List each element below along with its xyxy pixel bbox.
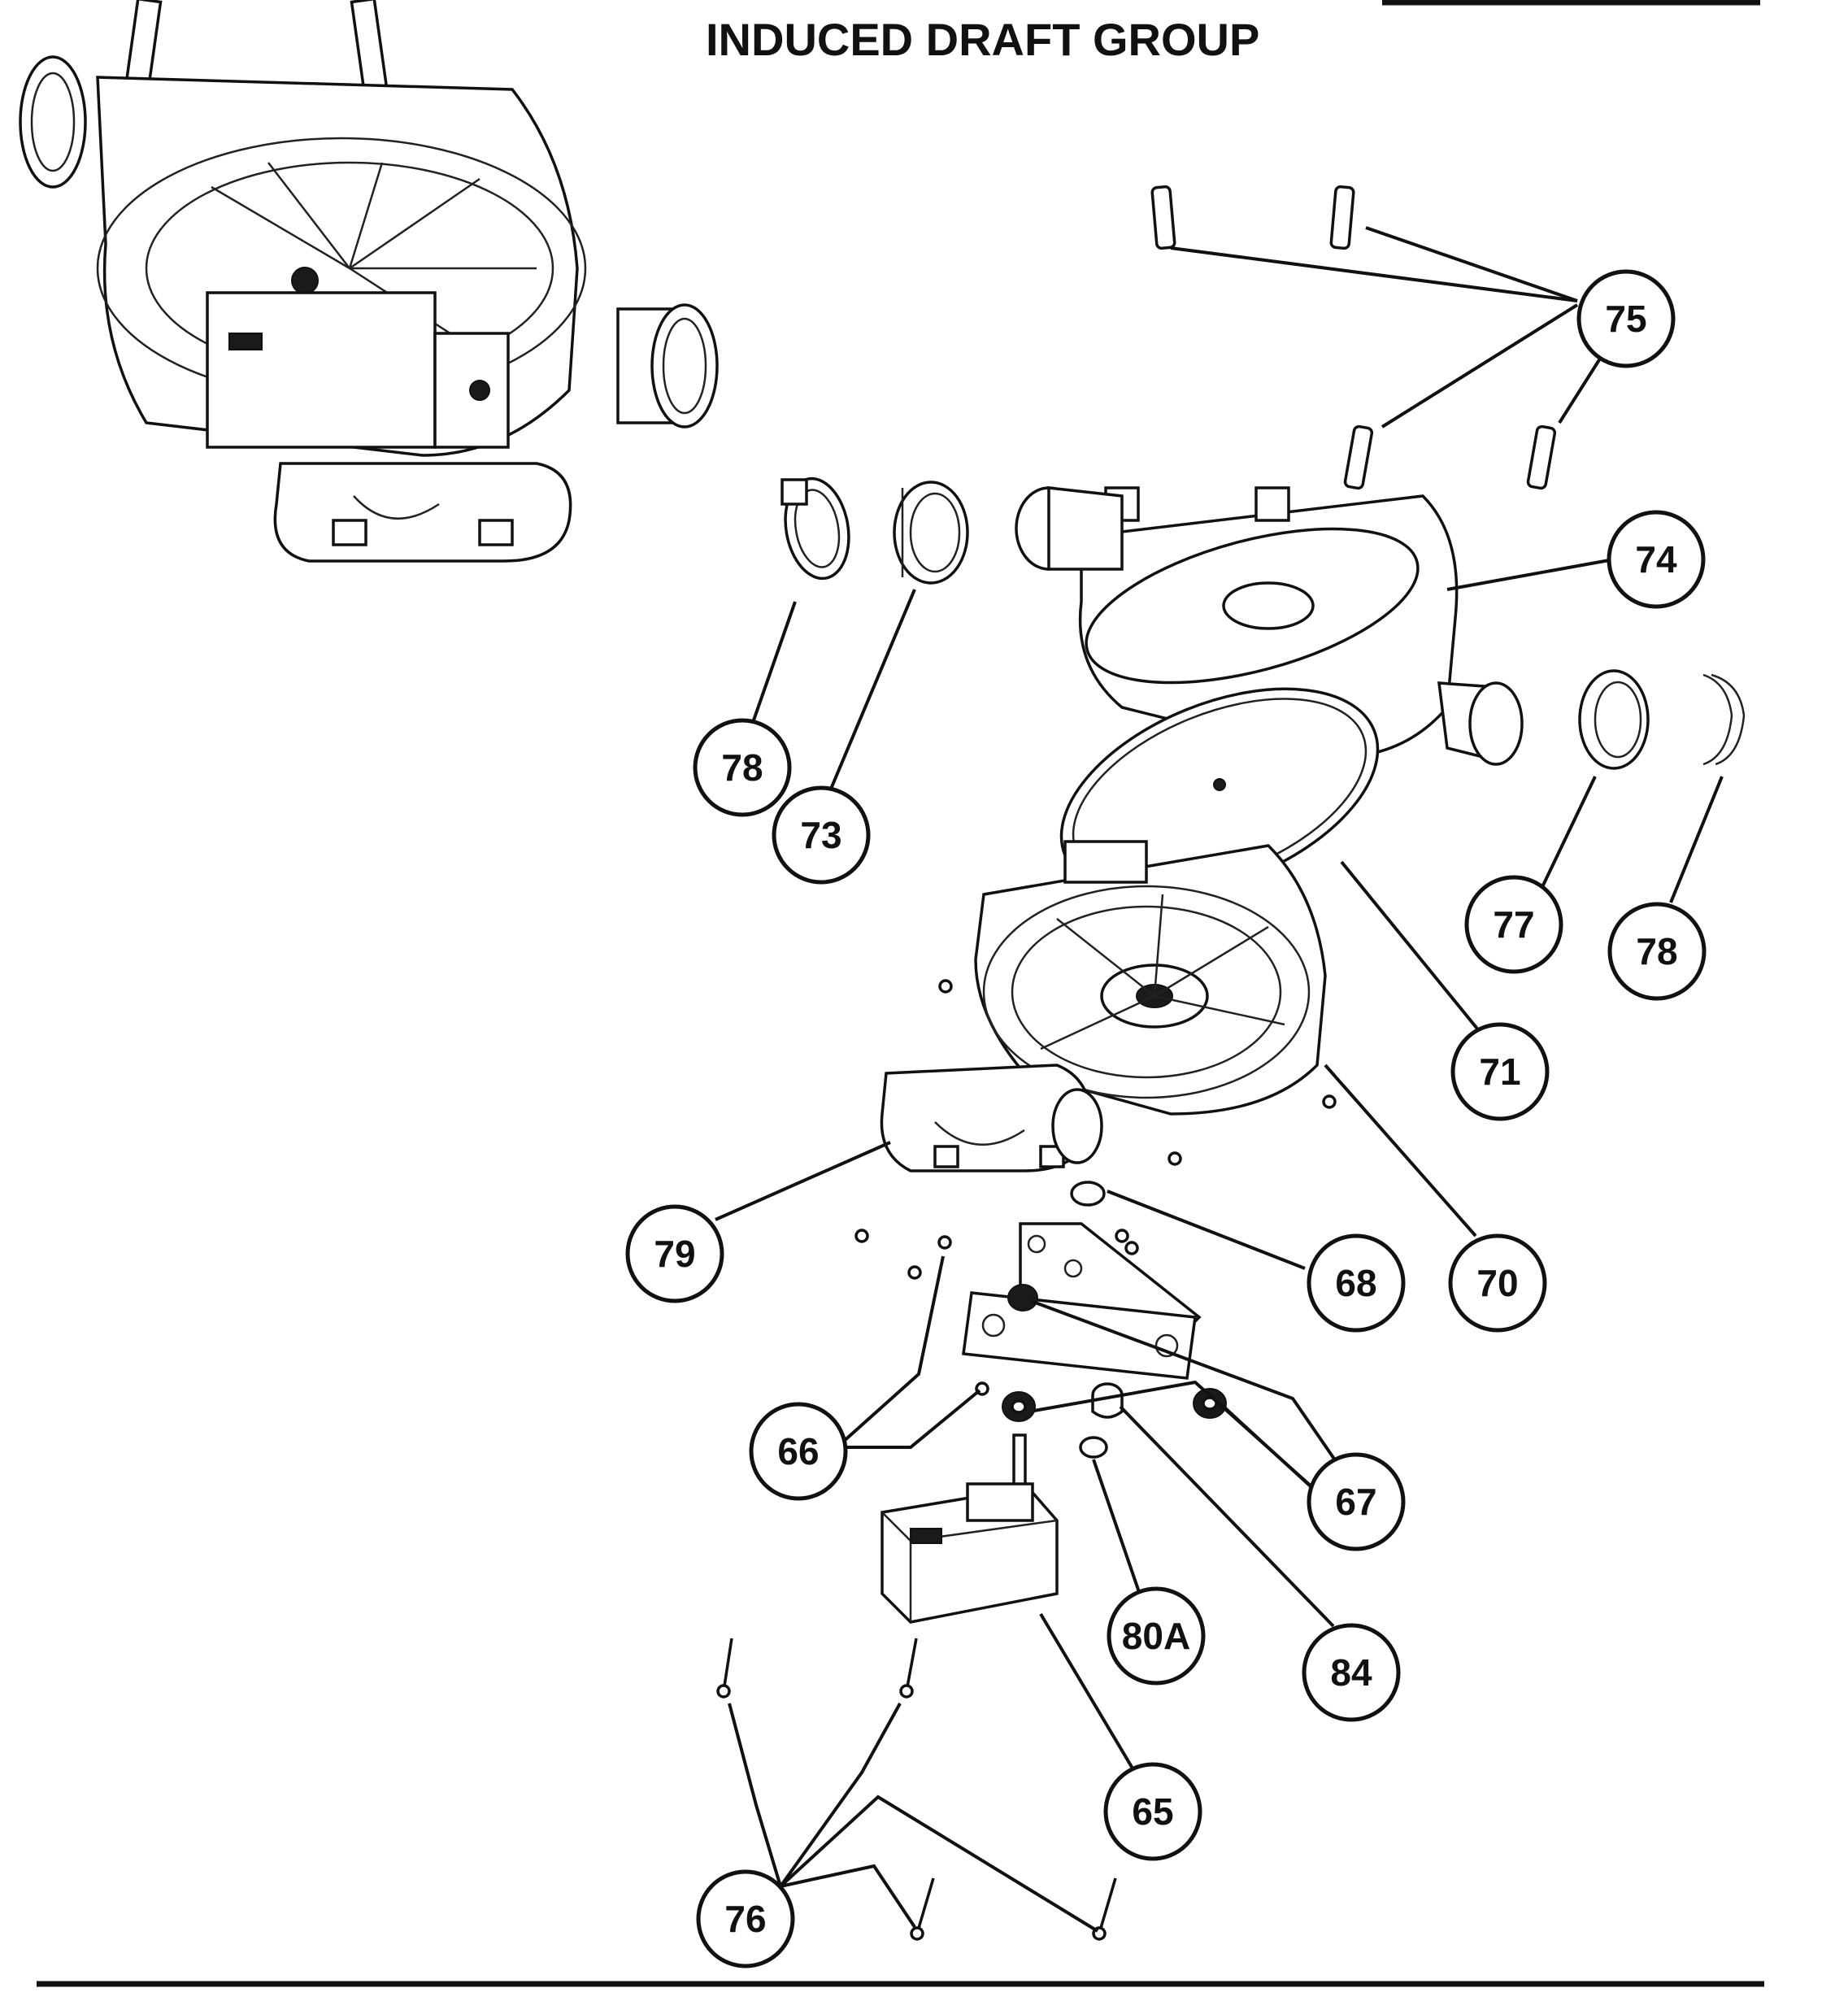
callout-label-68: 68 <box>1335 1262 1376 1304</box>
callout-label-70: 70 <box>1476 1262 1518 1304</box>
coupling-77 <box>1578 669 1650 770</box>
nut-80A <box>1079 1436 1108 1459</box>
callout-label-67: 67 <box>1335 1481 1376 1523</box>
callout-73: 73 <box>772 785 871 885</box>
callout-label-77: 77 <box>1493 903 1534 946</box>
mounting-bracket <box>962 1222 1202 1380</box>
callout-label-71: 71 <box>1479 1051 1520 1093</box>
callout-74: 74 <box>1607 510 1706 609</box>
callout-label-66: 66 <box>777 1430 819 1472</box>
callout-75: 75 <box>1576 269 1676 368</box>
callout-label-78-right: 78 <box>1636 930 1677 972</box>
callout-79: 79 <box>625 1204 724 1303</box>
callout-label-75: 75 <box>1605 298 1646 340</box>
callout-label-84: 84 <box>1330 1651 1372 1694</box>
callout-67: 67 <box>1307 1452 1406 1551</box>
washer-68 <box>1070 1181 1106 1207</box>
motor-65 <box>881 1433 1059 1624</box>
callout-label-80A: 80A <box>1122 1615 1190 1657</box>
small-screws <box>854 979 1337 1396</box>
callout-66: 66 <box>749 1402 848 1501</box>
clamp-78-left <box>781 476 850 581</box>
callout-78-right: 78 <box>1607 902 1707 1001</box>
screws-76 <box>716 1638 1117 1941</box>
callout-84: 84 <box>1302 1623 1401 1722</box>
callout-78-left: 78 <box>693 718 792 817</box>
assembled-inducer-illustration <box>19 0 719 563</box>
leader-lines <box>715 226 1724 1933</box>
callout-label-78-left: 78 <box>721 746 763 789</box>
blower-housing-70 <box>974 840 1327 1116</box>
callout-76: 76 <box>696 1869 795 1968</box>
callout-77: 77 <box>1464 875 1563 974</box>
motor-base-79 <box>880 1064 1103 1172</box>
diagram-title: INDUCED DRAFT GROUP <box>706 14 1259 65</box>
coupling-73 <box>893 481 969 585</box>
callout-label-79: 79 <box>654 1233 695 1275</box>
callout-label-65: 65 <box>1132 1790 1173 1833</box>
callout-71: 71 <box>1450 1022 1550 1121</box>
clamp-78-right <box>1702 673 1746 766</box>
pin-set-75 <box>1150 185 1557 490</box>
callout-70: 70 <box>1448 1233 1547 1333</box>
callout-label-76: 76 <box>724 1898 766 1940</box>
callout-label-73: 73 <box>800 814 841 856</box>
callout-65: 65 <box>1103 1762 1202 1861</box>
callout-68: 68 <box>1307 1233 1406 1333</box>
callout-label-74: 74 <box>1635 538 1677 581</box>
housing-cover-74 <box>1015 486 1524 766</box>
callout-80A: 80A <box>1107 1586 1206 1686</box>
grommets-67 <box>1002 1284 1227 1422</box>
cap-84 <box>1091 1382 1124 1419</box>
